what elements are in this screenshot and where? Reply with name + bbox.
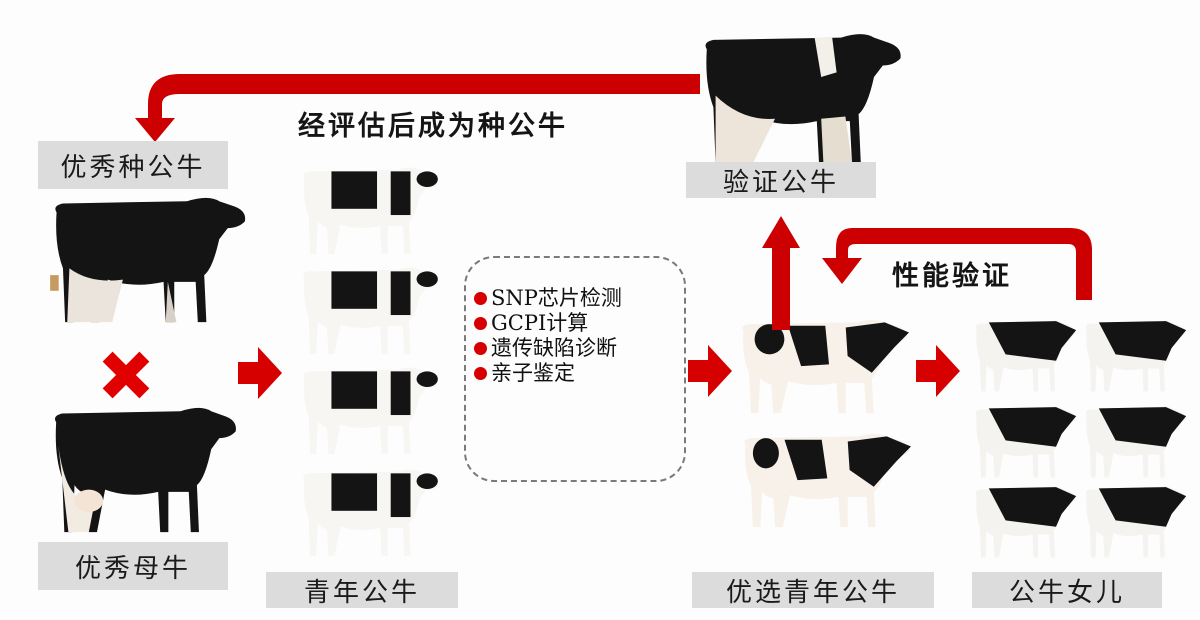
label-elite-sire: 优秀种公牛 bbox=[38, 141, 228, 189]
genomic-testing-item: SNP芯片检测 bbox=[474, 286, 622, 311]
elite-sire-image bbox=[50, 197, 246, 323]
genomic-testing-box bbox=[464, 256, 686, 482]
genomic-testing-item: 遗传缺陷诊断 bbox=[474, 336, 622, 361]
arrow-to-selected-bulls bbox=[688, 345, 732, 397]
proven-bull-image bbox=[705, 34, 901, 163]
label-selected-young-bulls: 优选青年公牛 bbox=[692, 572, 934, 608]
selected-young-bulls-images bbox=[742, 319, 911, 528]
cross-icon bbox=[102, 351, 150, 399]
top-loop-arrow bbox=[135, 74, 700, 142]
genomic-testing-item: 亲子鉴定 bbox=[474, 361, 622, 386]
bullet-dot-icon bbox=[474, 342, 487, 355]
label-daughters: 公牛女儿 bbox=[972, 572, 1162, 608]
performance-test-caption: 性能验证 bbox=[892, 261, 1012, 292]
daughters-images bbox=[975, 320, 1187, 558]
arrow-to-daughters bbox=[916, 345, 960, 397]
genomic-testing-item: GCPI计算 bbox=[474, 311, 622, 336]
arrow-to-young-bulls bbox=[238, 347, 282, 399]
performance-loop-arrow bbox=[822, 228, 1092, 300]
label-elite-dam: 优秀母牛 bbox=[38, 542, 228, 590]
bullet-dot-icon bbox=[474, 367, 487, 380]
young-bulls-images bbox=[303, 167, 439, 557]
bullet-dot-icon bbox=[474, 317, 487, 330]
label-proven-bull: 验证公牛 bbox=[686, 162, 876, 198]
label-young-bulls: 青年公牛 bbox=[266, 572, 458, 608]
arrow-to-proven-bull bbox=[762, 216, 800, 330]
elite-dam-image bbox=[54, 407, 236, 533]
bullet-dot-icon bbox=[474, 292, 487, 305]
genomic-testing-list: SNP芯片检测 GCPI计算 遗传缺陷诊断 亲子鉴定 bbox=[474, 286, 622, 386]
top-loop-caption: 经评估后成为种公牛 bbox=[298, 111, 568, 142]
